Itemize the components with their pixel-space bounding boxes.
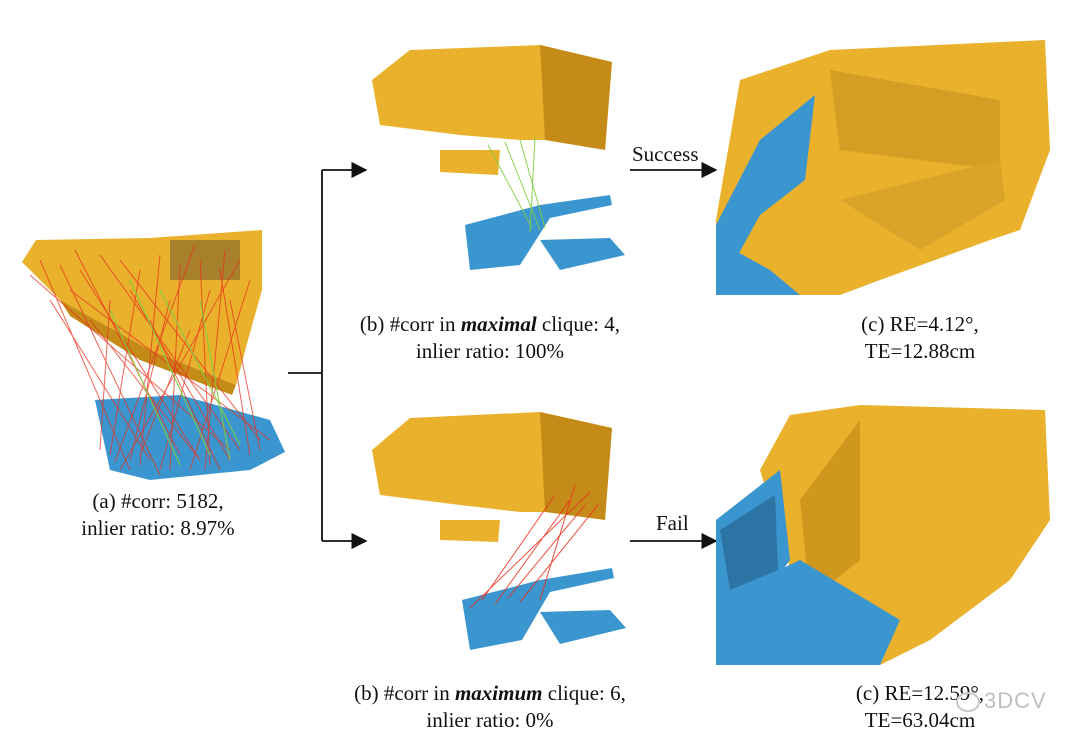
panel-a-pointcloud: [22, 230, 285, 480]
fail-label: Fail: [656, 511, 689, 535]
caption-b-bottom-line1: (b) #corr in maximum clique: 6,: [354, 681, 626, 705]
panel-b-bottom-pointcloud: [372, 412, 626, 650]
caption-a: (a) #corr: 5182, inlier ratio: 8.97%: [28, 488, 288, 542]
caption-b-bottom: (b) #corr in maximum clique: 6, inlier r…: [310, 680, 670, 734]
panel-b-top-pointcloud: [372, 45, 625, 270]
watermark-text: 3DCV: [984, 688, 1047, 713]
caption-b-bottom-line2: inlier ratio: 0%: [426, 708, 554, 732]
caption-c-bottom: (c) RE=12.59°, TE=63.04cm: [780, 680, 1060, 734]
emphasis-maximal: maximal: [460, 312, 537, 336]
caption-a-line2: inlier ratio: 8.97%: [81, 516, 235, 540]
caption-c-top-line1: (c) RE=4.12°,: [861, 312, 979, 336]
watermark: 3DCV: [956, 688, 1047, 714]
caption-c-top: (c) RE=4.12°, TE=12.88cm: [780, 311, 1060, 365]
branch-arrows: [288, 161, 368, 550]
caption-b-top-line2: inlier ratio: 100%: [415, 339, 565, 363]
success-label: Success: [632, 142, 699, 166]
emphasis-maximum: maximum: [454, 681, 543, 705]
result-arrows: [630, 161, 718, 550]
panel-c-top-registration: [716, 40, 1050, 295]
caption-b-top-line1: (b) #corr in maximal clique: 4,: [359, 312, 621, 336]
panel-c-bottom-registration: [716, 405, 1050, 665]
wechat-icon: [956, 692, 980, 713]
caption-a-line1: (a) #corr: 5182,: [92, 489, 224, 513]
caption-c-bottom-line2: TE=63.04cm: [864, 708, 976, 732]
caption-c-top-line2: TE=12.88cm: [864, 339, 976, 363]
caption-b-top: (b) #corr in maximal clique: 4, inlier r…: [320, 311, 660, 365]
